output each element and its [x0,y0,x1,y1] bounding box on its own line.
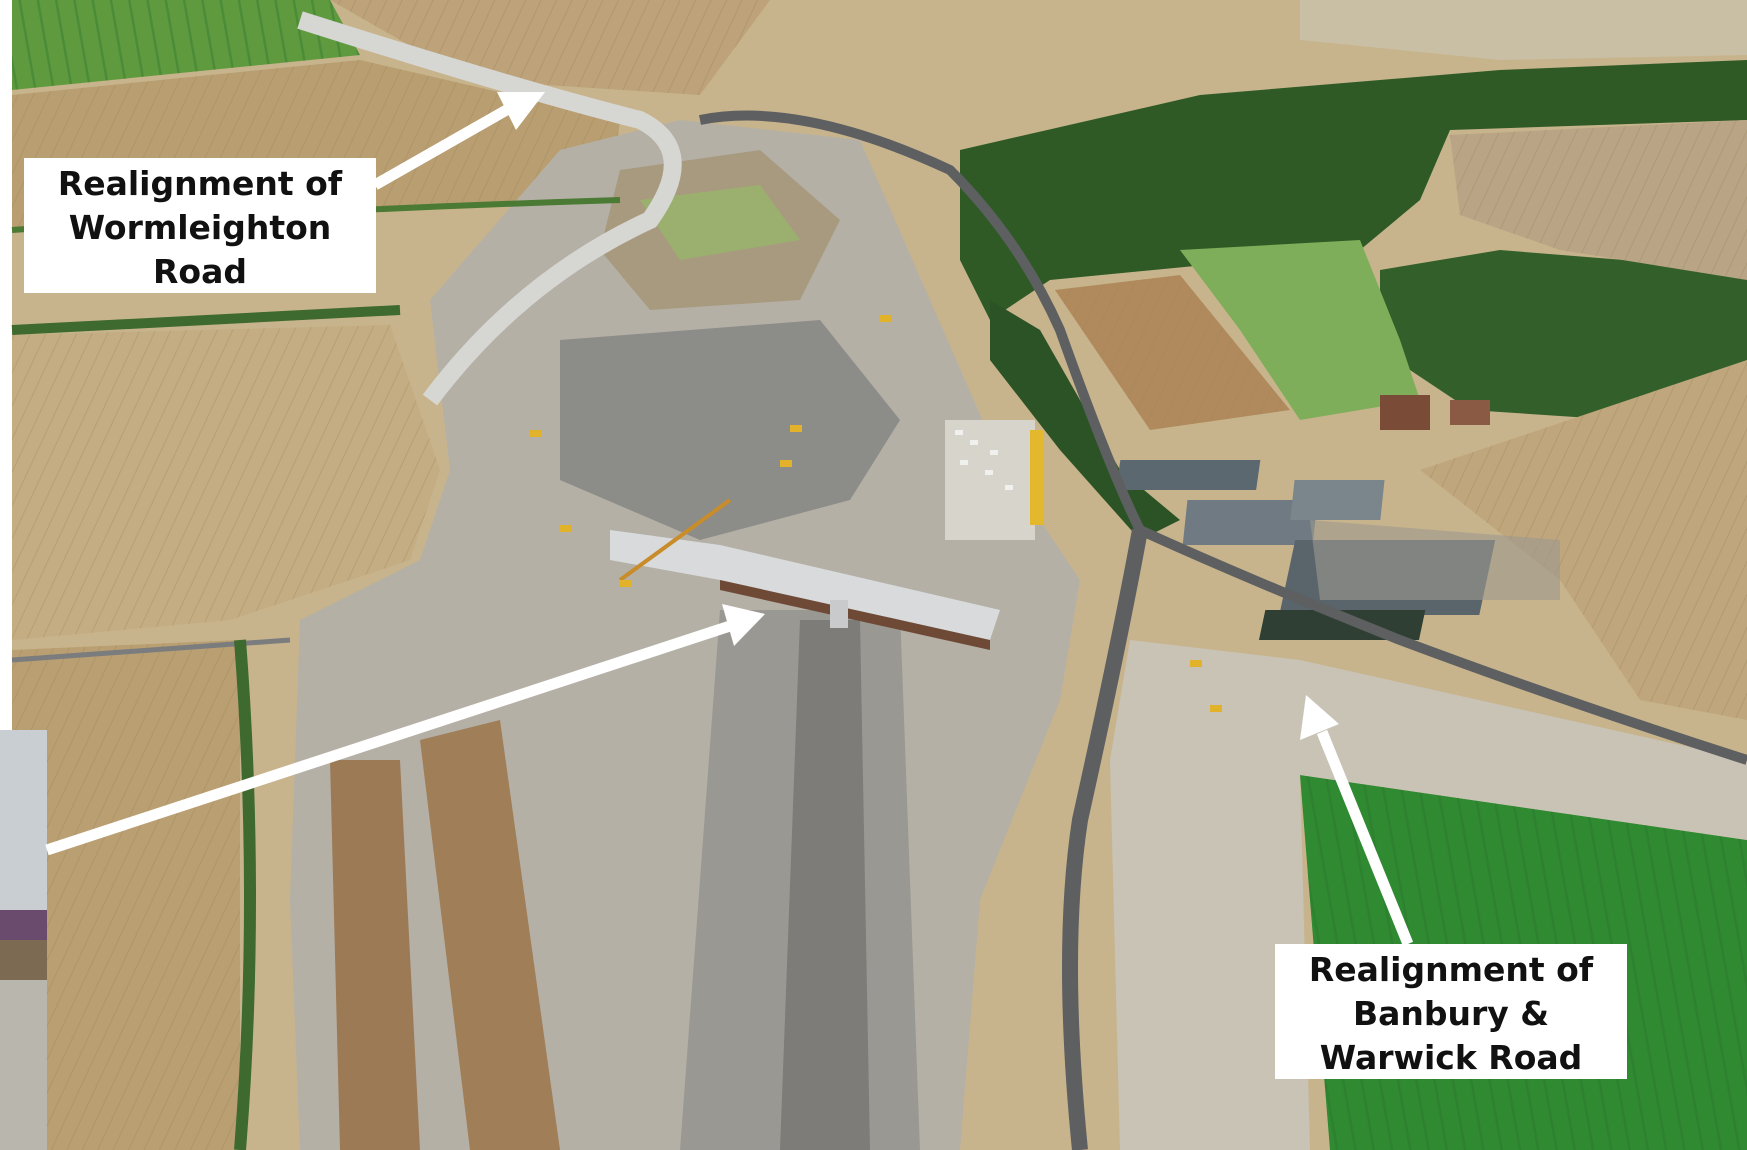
existing-road-top [699,110,1145,533]
hedgerow-left [11,305,401,335]
callout-line: Road [153,252,247,291]
arrow-bridge [45,620,732,856]
haul-road-left [11,637,291,663]
woodland-right [1380,250,1747,420]
field-right-upper-furrows [1450,120,1747,280]
banbury-warwick-road [1062,528,1148,1150]
field-top-center-furrows [330,0,770,95]
inset-photo-fragment [0,730,47,1150]
arrow-bridge-head [722,604,765,646]
callout-line: Wormleighton [68,208,332,247]
bridge-structure [610,498,1000,650]
farm-buildings [1116,395,1560,640]
earthworks-bottom-right [1110,640,1747,1150]
callout-wormleighton-road: Realignment of Wormleighton Road [24,158,376,293]
wormleighton-road-realigned [297,11,682,406]
arrow-banbury-head [1300,695,1339,740]
cutting-bank-left [420,720,560,1150]
quarry-pit [560,320,900,540]
green-mound [640,185,800,260]
arrow-wormleighton-head [497,92,545,130]
callout-line: Banbury & [1352,994,1550,1033]
hedgerow-left-lower [234,639,256,1150]
cutting-bank-left-2 [330,760,420,1150]
annotation-arrows [45,92,1414,947]
treeline-road [990,300,1180,540]
site-compound [945,420,1044,540]
field-right-middle-furrows [1420,360,1747,720]
callout-line: Realignment of [57,164,343,203]
cutting-channel-center [780,620,870,1150]
woodland-top-right [960,60,1747,320]
green-field-top-left-stripes [12,0,360,90]
field-top-right [1300,0,1747,60]
banbury-warwick-road-east [1137,525,1747,765]
callout-line: Realignment of [1308,950,1594,989]
arrow-wormleighton [372,103,513,190]
meadow-green [1180,240,1420,420]
callout-banbury-warwick-road: Realignment of Banbury & Warwick Road [1275,944,1627,1079]
field-left-large-furrows [12,325,440,640]
callout-line: Warwick Road [1319,1038,1583,1077]
construction-vehicles [530,315,1222,712]
field-brown-middle-furrows [1055,275,1290,430]
field-left-lower-furrows [12,640,240,1150]
arrow-banbury [1316,729,1414,947]
